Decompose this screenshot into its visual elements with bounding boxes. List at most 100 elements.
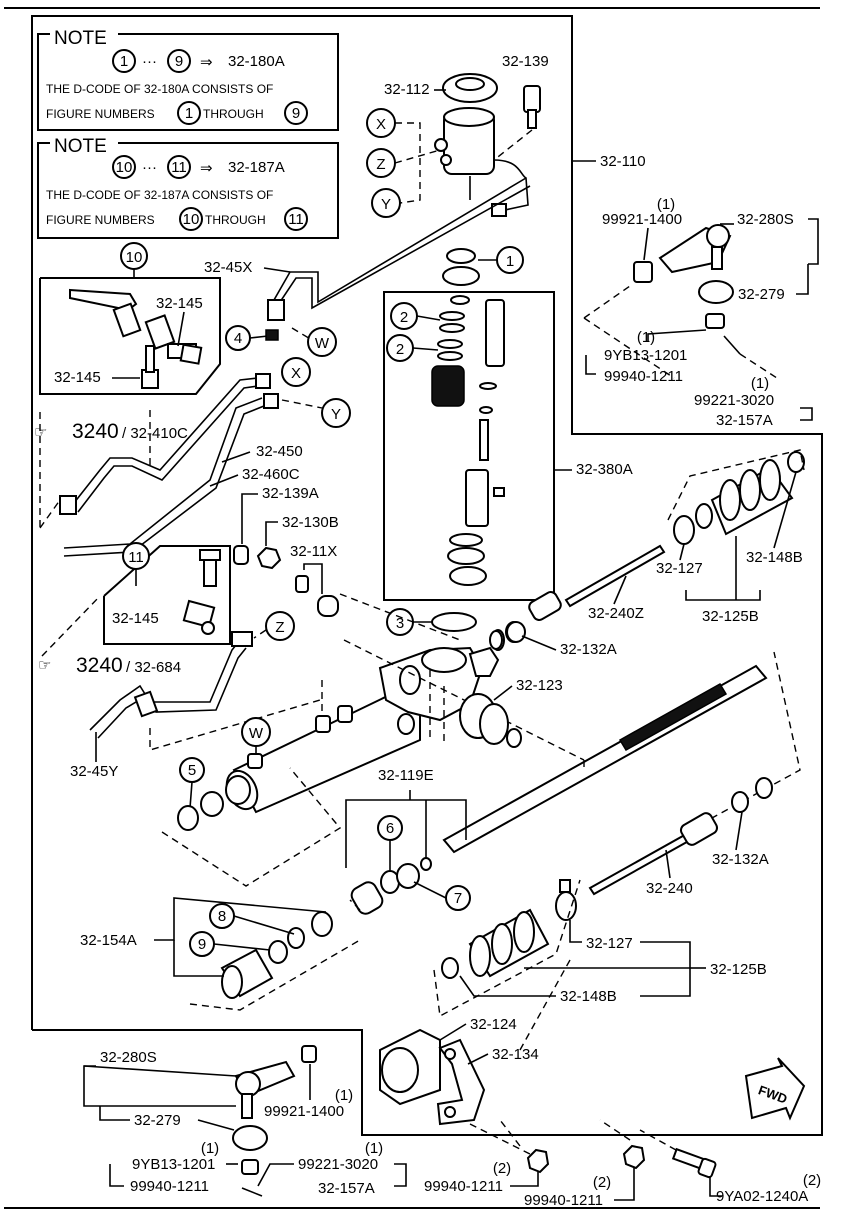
- note-header: NOTE: [54, 136, 107, 157]
- qty-1: (1): [637, 329, 655, 346]
- ref-3240: 3240: [72, 420, 119, 443]
- note-line2-pre: FIGURE NUMBERS: [46, 107, 155, 121]
- label-32-45x: 32-45X: [204, 259, 252, 276]
- note-line2-mid: THROUGH: [203, 107, 264, 121]
- rack-bar: [442, 664, 768, 854]
- label-32-127: 32-127: [586, 935, 633, 952]
- label-32-132a: 32-132A: [560, 641, 617, 658]
- label-32-134: 32-134: [492, 1046, 539, 1063]
- label-32-124: 32-124: [470, 1016, 517, 1033]
- label-32-139: 32-139: [502, 53, 549, 70]
- note-range-from: 1: [120, 53, 128, 70]
- note-arrow: ⇒: [200, 160, 213, 177]
- hand-icon: ☞: [34, 424, 47, 441]
- note-box-1: NOTE 1 ··· 9 ⇒ 32-180A THE D-CODE OF 32-…: [37, 28, 339, 131]
- note-code: 32-180A: [228, 53, 285, 70]
- callout-x: X: [291, 365, 301, 382]
- forward-arrow-icon: FWD: [744, 1057, 806, 1121]
- label-32-130b: 32-130B: [282, 514, 339, 531]
- label-99940-1211: 99940-1211: [424, 1178, 503, 1195]
- callout-y: Y: [331, 406, 341, 423]
- label-32-240z: 32-240Z: [588, 605, 644, 622]
- hand-icon: ☞: [38, 657, 51, 674]
- valve-parts-box: [383, 248, 555, 601]
- note-line2-pre: FIGURE NUMBERS: [46, 213, 155, 227]
- callout-w: W: [315, 335, 330, 352]
- callout-10: 10: [126, 249, 143, 266]
- label-32-45y: 32-45Y: [70, 763, 118, 780]
- label-32-280s: 32-280S: [737, 211, 794, 228]
- note-range-from: 10: [116, 159, 133, 176]
- note-range-to: 9: [175, 53, 183, 70]
- tie-rod-end-lower: [232, 1045, 317, 1197]
- qty-1: (1): [751, 375, 769, 392]
- qty-2: (2): [493, 1160, 511, 1177]
- boot-lower: [441, 879, 577, 979]
- label-9yb13-1201: 9YB13-1201: [132, 1156, 215, 1173]
- label-32-145: 32-145: [54, 369, 101, 386]
- note-line2-from: 1: [185, 105, 193, 122]
- mount-bracket: [379, 1028, 486, 1126]
- qty-2: (2): [593, 1174, 611, 1191]
- qty-2: (2): [803, 1172, 821, 1189]
- callout-7: 7: [454, 890, 462, 907]
- label-32-380a: 32-380A: [576, 461, 633, 478]
- callout-4: 4: [234, 330, 242, 347]
- label-99940-1211: 99940-1211: [524, 1192, 603, 1209]
- callout-2: 2: [396, 341, 404, 358]
- callout-2: 2: [400, 309, 408, 326]
- callout-9: 9: [198, 936, 206, 953]
- boot-upper: [673, 451, 805, 545]
- label-32-145: 32-145: [156, 295, 203, 312]
- qty-1: (1): [201, 1140, 219, 1157]
- label-99940-1211: 99940-1211: [130, 1178, 209, 1195]
- note-line1: THE D-CODE OF 32-180A CONSISTS OF: [46, 82, 273, 96]
- callout-x: X: [376, 116, 386, 133]
- callout-11: 11: [128, 549, 144, 566]
- note-header: NOTE: [54, 28, 107, 49]
- bracket-kit-10: 10: [39, 242, 221, 395]
- label-99921-1400: 99921-1400: [602, 211, 682, 228]
- label-32-279: 32-279: [134, 1112, 181, 1129]
- label-32-154a: 32-154A: [80, 932, 137, 949]
- callout-3: 3: [396, 615, 404, 632]
- qty-1: (1): [335, 1087, 353, 1104]
- qty-1: (1): [657, 196, 675, 213]
- label-32-157a: 32-157A: [318, 1180, 375, 1197]
- label-32-139a: 32-139A: [262, 485, 319, 502]
- label-99221-3020: 99221-3020: [298, 1156, 378, 1173]
- callout-1: 1: [506, 253, 514, 270]
- note-dots: ···: [142, 53, 157, 70]
- note-arrow: ⇒: [200, 54, 213, 71]
- label-32-125b: 32-125B: [702, 608, 759, 625]
- note-dots: ···: [142, 159, 157, 176]
- note-line2-to: 11: [288, 211, 304, 228]
- label-9yb13-1201: 9YB13-1201: [604, 347, 687, 364]
- label-32-460c: 32-460C: [242, 466, 300, 483]
- label-32-132a: 32-132A: [712, 851, 769, 868]
- note-box-2: NOTE 10 ··· 11 ⇒ 32-187A THE D-CODE OF 3…: [37, 136, 339, 239]
- label-32-684: / 32-684: [126, 659, 181, 676]
- callout-y: Y: [381, 196, 391, 213]
- callout-z: Z: [275, 619, 284, 636]
- callout-z: Z: [376, 156, 385, 173]
- label-99221-3020: 99221-3020: [694, 392, 774, 409]
- note-range-to: 11: [171, 159, 187, 176]
- label-32-11x: 32-11X: [290, 543, 337, 560]
- note-code: 32-187A: [228, 159, 285, 176]
- label-32-119e: 32-119E: [378, 767, 434, 784]
- label-32-127: 32-127: [656, 560, 703, 577]
- label-32-240: 32-240: [646, 880, 693, 897]
- label-32-157a: 32-157A: [716, 412, 773, 429]
- label-99921-1400: 99921-1400: [264, 1103, 344, 1120]
- seal-group-32-154a: [220, 911, 333, 999]
- callout-5: 5: [188, 762, 196, 779]
- valve-body-assembly: [434, 73, 541, 217]
- frame-lines: [4, 7, 823, 1209]
- label-32-123: 32-123: [516, 677, 563, 694]
- label-32-145: 32-145: [112, 610, 159, 627]
- label-9ya02-1240a: 9YA02-1240A: [716, 1188, 808, 1205]
- ref-3240: 3240: [76, 654, 123, 677]
- callout-6: 6: [386, 820, 394, 837]
